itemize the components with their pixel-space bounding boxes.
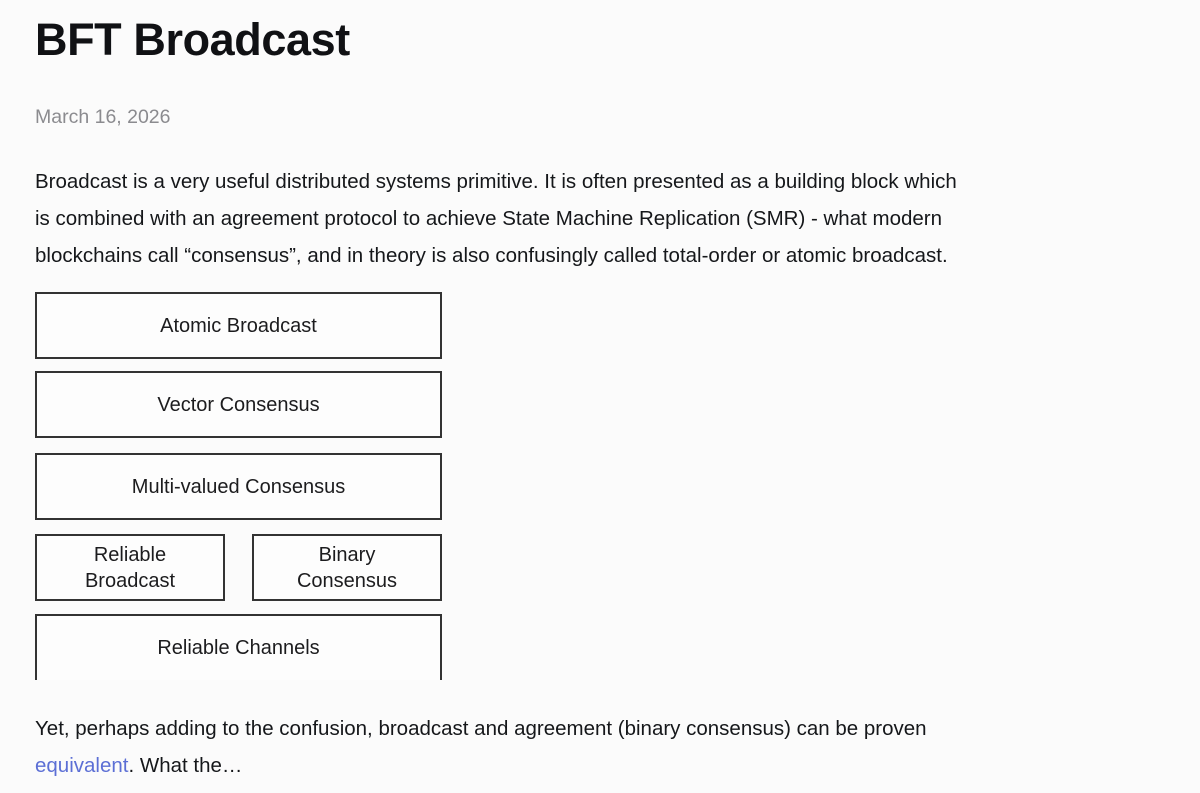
outro-paragraph: Yet, perhaps adding to the confusion, br… <box>35 710 1173 784</box>
diagram-box-reliable-broadcast: Reliable Broadcast <box>35 534 225 601</box>
equivalent-link[interactable]: equivalent <box>35 754 129 777</box>
post-date: March 16, 2026 <box>35 106 171 128</box>
page-title: BFT Broadcast <box>35 14 350 65</box>
diagram-row: Reliable Broadcast Binary Consensus <box>35 534 1173 601</box>
text-line: is combined with an agreement protocol t… <box>35 207 942 230</box>
diagram-box-vector-consensus: Vector Consensus <box>35 371 442 438</box>
diagram-box-label: Reliable <box>93 543 167 566</box>
diagram-box-label: Broadcast <box>84 569 176 592</box>
diagram-box-binary-consensus: Binary Consensus <box>252 534 442 601</box>
diagram-box-label: Consensus <box>296 569 398 592</box>
diagram-box-label: Binary <box>318 543 376 566</box>
diagram-box-label: Vector Consensus <box>157 393 320 416</box>
text-line: Broadcast is a very useful distributed s… <box>35 170 957 193</box>
diagram-box-label: Atomic Broadcast <box>160 314 317 337</box>
protocol-stack-diagram: Atomic Broadcast Vector Consensus Multi-… <box>35 292 1173 680</box>
text-line: blockchains call “consensus”, and in the… <box>35 244 948 267</box>
diagram-box-atomic-broadcast: Atomic Broadcast <box>35 292 442 359</box>
text-line: equivalent. What the… <box>35 747 1173 784</box>
text-line: Yet, perhaps adding to the confusion, br… <box>35 717 927 740</box>
diagram-box-multi-valued-consensus: Multi-valued Consensus <box>35 453 442 520</box>
diagram-box-label: Multi-valued Consensus <box>131 475 346 498</box>
intro-paragraph: Broadcast is a very useful distributed s… <box>35 163 1173 274</box>
text-after-link: . What the… <box>128 754 243 777</box>
diagram-box-reliable-channels: Reliable Channels <box>35 614 442 680</box>
diagram-box-label: Reliable Channels <box>157 637 320 659</box>
